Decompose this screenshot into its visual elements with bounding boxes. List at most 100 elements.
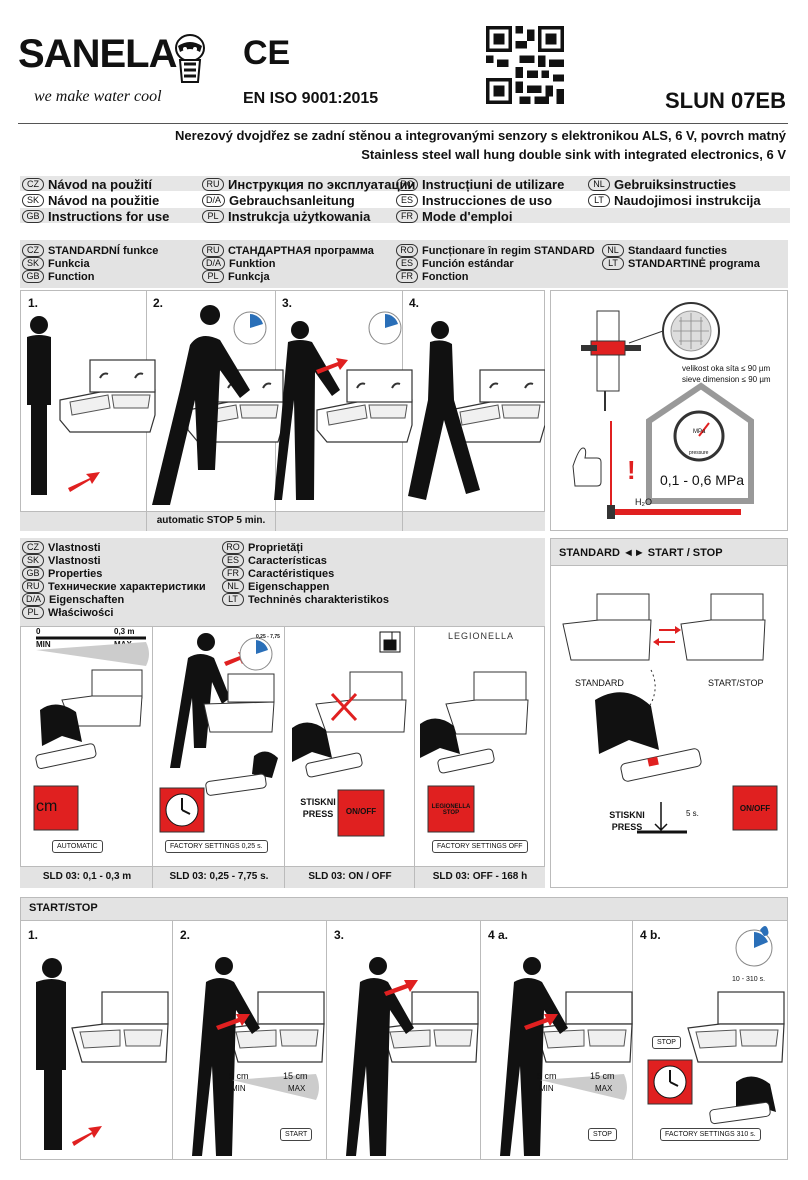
- language-text: СТАНДАРТНАЯ программа: [228, 244, 374, 257]
- language-entry: ES Características: [222, 554, 327, 567]
- standard-function-header: [20, 240, 788, 288]
- ss2-max: MAX: [288, 1084, 306, 1093]
- language-text: Funktion: [229, 257, 276, 270]
- sld-onoff: SLD 03: ON / OFF: [308, 871, 392, 882]
- language-code-badge: SK: [22, 257, 44, 270]
- step-number-2: 2.: [153, 296, 164, 310]
- language-text: Właściwości: [48, 606, 114, 619]
- language-code-badge: ES: [222, 554, 244, 567]
- language-entry: CZ Vlastnosti: [22, 541, 101, 554]
- language-code-badge: PL: [202, 270, 224, 283]
- language-text: Properties: [48, 567, 103, 580]
- prop3-illustration: [292, 631, 407, 837]
- ss2-min: MIN: [231, 1084, 246, 1093]
- ss-step-4a: 4 a.: [488, 928, 509, 942]
- sld-range: SLD 03: 0,1 - 0,3 m: [42, 871, 132, 882]
- language-code-badge: D/A: [202, 257, 226, 270]
- press-cz: STISKNI: [300, 797, 336, 807]
- language-code-badge: CZ: [22, 177, 44, 191]
- ss2-dist-5: 5 cm: [229, 1071, 249, 1081]
- ss4a-max: MAX: [595, 1084, 613, 1093]
- thumbs-up-icon: [572, 447, 602, 487]
- sieve-cz: velikost oka síta ≤ 90 µm: [682, 364, 771, 373]
- language-text: Standaard functies: [628, 244, 728, 257]
- ce-mark: CE: [243, 34, 291, 72]
- range-min-label: MIN: [36, 640, 51, 649]
- water-drop-icon: [760, 926, 769, 936]
- language-text: Función estándar: [422, 257, 514, 270]
- language-text: Function: [48, 270, 95, 283]
- sensor-arrow-icon: [68, 472, 100, 492]
- prop4-illustration: [420, 671, 529, 833]
- subtitle-en: Stainless steel wall hung double sink wi…: [361, 147, 786, 162]
- sld-time: SLD 03: 0,25 - 7,75 s.: [169, 871, 269, 882]
- range-beam-icon: [36, 636, 149, 666]
- ss-step-2: 2.: [180, 928, 191, 942]
- legionella-title: LEGIONELLA: [448, 631, 515, 641]
- language-code-badge: CZ: [22, 541, 44, 554]
- hand-icon: [595, 692, 659, 754]
- startstop-illustration: [36, 926, 785, 1156]
- language-text: Инструкция по эксплуатации: [228, 176, 416, 192]
- step-number-3: 3.: [282, 296, 293, 310]
- language-text: STANDARDNÍ funkce: [48, 244, 159, 257]
- language-text: Instructions for use: [48, 208, 170, 224]
- language-code-badge: SK: [22, 193, 44, 207]
- ss-step-1: 1.: [28, 928, 39, 942]
- gauge-label: pressure: [689, 450, 709, 456]
- filter-illustration: [572, 302, 754, 519]
- sieve-en: sieve dimension ≤ 90 µm: [682, 375, 771, 384]
- language-text: Vlastnosti: [48, 541, 101, 554]
- warning-exclaim: !: [627, 455, 636, 485]
- hand-icon: [292, 722, 332, 762]
- cm-display: cm: [36, 798, 58, 815]
- qr-code-icon: [486, 26, 564, 104]
- language-code-badge: RO: [222, 541, 244, 554]
- factory-025-badge: FACTORY SETTINGS 0,25 s.: [165, 840, 268, 853]
- prop1-illustration: [33, 669, 143, 831]
- no-water-icon: [330, 692, 358, 722]
- factory-off-badge: FACTORY SETTINGS OFF: [432, 840, 528, 853]
- language-code-badge: RU: [202, 244, 224, 257]
- range-min-value: 0: [36, 627, 41, 636]
- language-text: Instrukcja użytkowania: [228, 208, 371, 224]
- press-cz-2: STISKNI: [609, 810, 645, 820]
- language-text: Eigenschappen: [248, 580, 330, 593]
- language-code-badge: NL: [222, 580, 244, 593]
- language-text: Funkcia: [48, 257, 90, 270]
- language-code-badge: D/A: [22, 593, 46, 606]
- language-code-badge: RU: [22, 580, 44, 593]
- standard-label: STANDARD: [575, 678, 624, 688]
- press-en: PRESS: [302, 809, 334, 819]
- language-text: Fonction: [422, 270, 469, 283]
- step-number-1: 1.: [28, 296, 39, 310]
- onoff-button-label: ON/OFF: [345, 807, 377, 816]
- language-text: Características: [248, 554, 327, 567]
- hand-icon: [252, 751, 278, 778]
- header-divider: [18, 123, 788, 124]
- language-text: Funcționare în regim STANDARD: [422, 244, 595, 257]
- language-code-badge: FR: [396, 209, 418, 223]
- language-text: Instrucțiuni de utilizare: [422, 176, 565, 192]
- language-text: Naudojimosi instrukcija: [614, 192, 761, 208]
- subtitle-cz: Nerezový dvojdřez se zadní stěnou a inte…: [175, 128, 786, 143]
- prop2-illustration: [159, 633, 278, 833]
- brand-logo: SANELA: [18, 32, 177, 76]
- language-entry: RU СТАНДАРТНАЯ программа: [202, 244, 374, 257]
- ss4a-dist-5: 5 cm: [537, 1071, 557, 1081]
- language-text: STANDARTINĖ programa: [628, 257, 760, 270]
- iso-standard: EN ISO 9001:2015: [243, 90, 379, 107]
